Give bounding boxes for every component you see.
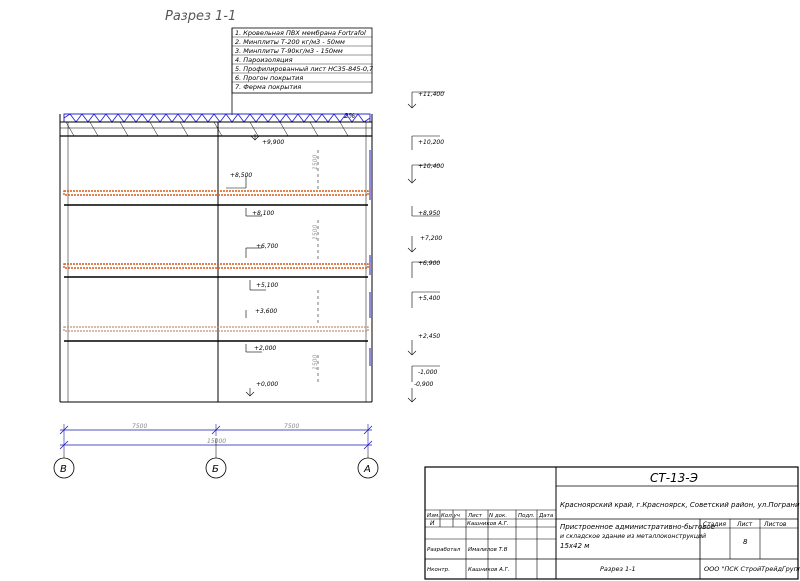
axis-marker-a bbox=[357, 457, 379, 479]
svg-text:+6,700: +6,700 bbox=[256, 243, 278, 250]
address: Красноярский край, г.Красноярск, Советск… bbox=[560, 501, 800, 509]
svg-text:+2,000: +2,000 bbox=[254, 345, 276, 352]
svg-text:Изм.: Изм. bbox=[427, 513, 440, 519]
developed-label: Разработал bbox=[427, 547, 461, 553]
stage-header: Стадия bbox=[703, 521, 726, 528]
svg-text:Дата: Дата bbox=[538, 513, 554, 519]
callout-line-1: 1. Кровельная ПВХ мембрана Fortrafol bbox=[235, 29, 366, 37]
object-line-2: и складское здание из металлоконструкций bbox=[560, 533, 706, 540]
object-line-3: 15х42 м bbox=[560, 542, 590, 550]
axis-markers: В Б А bbox=[53, 438, 379, 479]
svg-text:+3,600: +3,600 bbox=[255, 308, 277, 315]
callout-line-2: 2. Минплиты Т-200 кг/м3 - 50мм bbox=[235, 38, 345, 46]
slope-label: 2% bbox=[344, 112, 355, 120]
elev-right-9: -1,000 bbox=[411, 365, 440, 382]
svg-text:+0,000: +0,000 bbox=[256, 381, 278, 388]
checked-label: Нконтр. bbox=[427, 567, 450, 573]
svg-text:+11,400: +11,400 bbox=[418, 91, 444, 98]
slab-level-2 bbox=[63, 263, 369, 269]
slab-level-1 bbox=[63, 326, 369, 332]
svg-text:Лист: Лист bbox=[467, 513, 483, 519]
sheet-header: Лист bbox=[736, 521, 753, 528]
svg-text:+10,400: +10,400 bbox=[418, 163, 444, 170]
elev-right-4: +8,950 bbox=[411, 206, 440, 217]
svg-text:А: А bbox=[363, 464, 371, 475]
elev-right-7: +5,400 bbox=[411, 291, 440, 308]
title-block: СТ-13-Э Красноярский край, г.Красноярск,… bbox=[424, 466, 800, 580]
developed-name: Ималилов Т.В bbox=[468, 547, 508, 553]
svg-text:-1,000: -1,000 bbox=[418, 369, 438, 376]
dimension-chain: 7500 7500 15000 bbox=[59, 423, 373, 450]
svg-text:И: И bbox=[430, 520, 435, 527]
axis-marker-v bbox=[53, 457, 75, 479]
svg-text:Б: Б bbox=[212, 464, 219, 475]
dim-span-2: 7500 bbox=[284, 423, 299, 430]
drawing-title: Разрез 1-1 bbox=[165, 9, 236, 24]
elev-right-10: -0,900 bbox=[407, 381, 434, 403]
svg-text:+7,200: +7,200 bbox=[420, 235, 442, 242]
sheet-number: 8 bbox=[743, 538, 748, 546]
inner-elevations: +9,900 +8,500 +8,100 +6,700 +5,100 +3,60… bbox=[226, 134, 284, 397]
elev-right-6: +6,900 bbox=[411, 260, 440, 278]
dim-total: 15000 bbox=[207, 438, 226, 445]
elev-right-8: +2,450 bbox=[407, 333, 440, 356]
svg-text:Кол.уч: Кол.уч bbox=[441, 513, 461, 519]
sheet-title: Разрез 1-1 bbox=[600, 565, 636, 573]
vertical-dimensions: 1500 1500 1500 bbox=[312, 155, 319, 370]
svg-text:+6,900: +6,900 bbox=[418, 260, 440, 267]
svg-text:+8,950: +8,950 bbox=[418, 210, 440, 217]
elev-right-1: +11,400 bbox=[407, 91, 445, 109]
svg-text:+5,400: +5,400 bbox=[418, 295, 440, 302]
callout-line-6: 6. Прогон покрытия bbox=[235, 74, 303, 82]
svg-text:+8,500: +8,500 bbox=[230, 172, 252, 179]
callout-line-7: 7. Ферма покрытия bbox=[235, 83, 301, 91]
doc-code: СТ-13-Э bbox=[650, 471, 699, 485]
vdim-3: 1500 bbox=[312, 355, 319, 370]
callout-line-3: 3. Минплиты Т-90кг/м3 - 150мм bbox=[235, 47, 343, 55]
dim-span-1: 7500 bbox=[132, 423, 147, 430]
callout-line-4: 4. Пароизоляция bbox=[235, 56, 293, 64]
elev-mark: +9,900 bbox=[250, 134, 284, 146]
svg-text:+10,200: +10,200 bbox=[418, 139, 444, 146]
svg-text:+9,900: +9,900 bbox=[262, 139, 284, 146]
building-section: 2% bbox=[59, 112, 373, 403]
checked-name: Кашников А.Г. bbox=[468, 567, 510, 573]
svg-text:В: В bbox=[60, 464, 67, 475]
company: ООО "ПСК СтройТрейдГрупп" bbox=[704, 565, 800, 573]
svg-text:N док.: N док. bbox=[489, 513, 507, 519]
sheets-header: Листов bbox=[763, 521, 787, 528]
elev-right-5: +7,200 bbox=[407, 235, 442, 253]
svg-text:Подп.: Подп. bbox=[518, 513, 535, 519]
svg-text:-0,900: -0,900 bbox=[414, 381, 434, 388]
elev-right-3: +10,400 bbox=[407, 163, 444, 184]
axis-marker-b bbox=[205, 457, 227, 479]
vdim-1: 1500 bbox=[312, 155, 319, 170]
elev-right-2: +10,200 bbox=[411, 135, 444, 150]
svg-text:+8,100: +8,100 bbox=[252, 210, 274, 217]
svg-text:Кашников А.Г.: Кашников А.Г. bbox=[467, 521, 509, 527]
svg-text:+5,100: +5,100 bbox=[256, 282, 278, 289]
right-elevations: +11,400 +10,200 +10,400 +8,950 +7,200 +6… bbox=[407, 91, 445, 403]
object-line-1: Пристроенное административно-бытовое bbox=[560, 523, 715, 531]
vdim-2: 1500 bbox=[312, 225, 319, 240]
callout-line-5: 5. Профилированный лист НС35-845-0,7 bbox=[235, 65, 374, 73]
layer-callout: 1. Кровельная ПВХ мембрана Fortrafol 2. … bbox=[231, 27, 374, 115]
svg-text:+2,450: +2,450 bbox=[418, 333, 440, 340]
slab-level-3 bbox=[63, 190, 369, 196]
